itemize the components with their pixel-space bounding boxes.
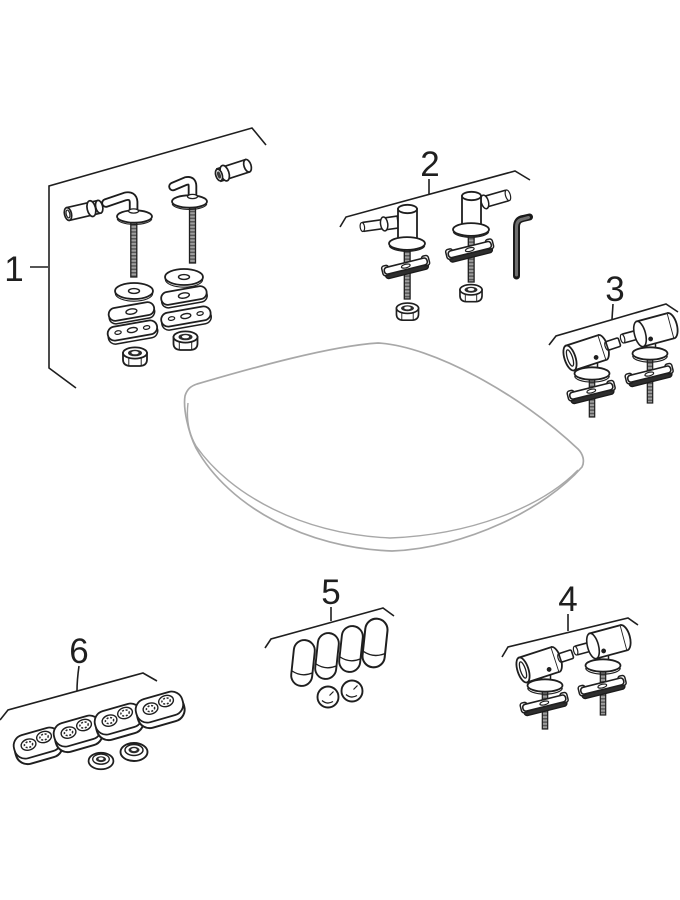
part-label-6: 6 [69,632,88,671]
part-group-2: 2 [339,145,533,322]
washer [164,268,204,289]
part-group-6-drawing [10,687,189,771]
washer [114,282,154,303]
l-bolt [101,191,153,278]
label-3-leader [611,303,614,320]
label-6-leader [76,665,80,692]
seat-thickness-edge [186,402,579,539]
part-group-5-drawing [289,616,390,709]
hinge-bolt [444,189,512,303]
oval-plate-3hole [159,304,214,333]
bracket-line-3 [548,303,679,346]
hex-nut [172,330,199,351]
hex-nut [459,283,483,303]
bracket-line-6 [0,672,158,721]
seat-lid-outline [183,342,585,552]
hinge-unit [559,328,625,418]
part-label-2: 2 [420,145,439,184]
buffer-cap [316,685,340,709]
bracket-line-4 [501,617,639,658]
hinge-unit [616,310,680,404]
pivot-cylinder [616,310,680,353]
grommet [87,751,115,771]
bracket-line-2 [339,170,531,228]
part-label-1: 1 [4,250,23,289]
part-group-3-drawing [559,310,680,418]
part-label-5: 5 [321,573,340,612]
bracket-line-1 [48,127,267,389]
l-bolt [168,176,208,264]
hex-nut [122,346,148,367]
part-label-3: 3 [605,270,624,309]
part-group-2-drawing [359,189,533,322]
buffer-capsule [313,631,341,681]
oval-plate [159,284,210,310]
seat-outer-edge [183,342,585,552]
grommet [119,742,149,762]
hex-nut [395,302,420,322]
part-group-4: 4 [501,580,639,729]
buffer-pad [132,687,189,732]
cover-sleeve [214,158,253,183]
part-group-3: 3 [548,270,680,418]
allen-key [513,213,533,280]
buffer-capsule [360,616,390,670]
part-group-4-drawing [514,624,633,729]
buffer-cap [340,679,364,703]
bracket-line-5 [264,607,395,649]
part-group-1-drawing [63,158,253,367]
hinge-bolt [359,203,432,322]
buffer-capsule [289,638,317,688]
part-group-5: 5 [264,573,395,709]
part-group-1: 1 [4,127,267,389]
cover-sleeve [63,199,104,222]
buffer-capsule [337,624,365,674]
part-group-6: 6 [0,632,189,771]
part-label-4: 4 [558,580,577,619]
